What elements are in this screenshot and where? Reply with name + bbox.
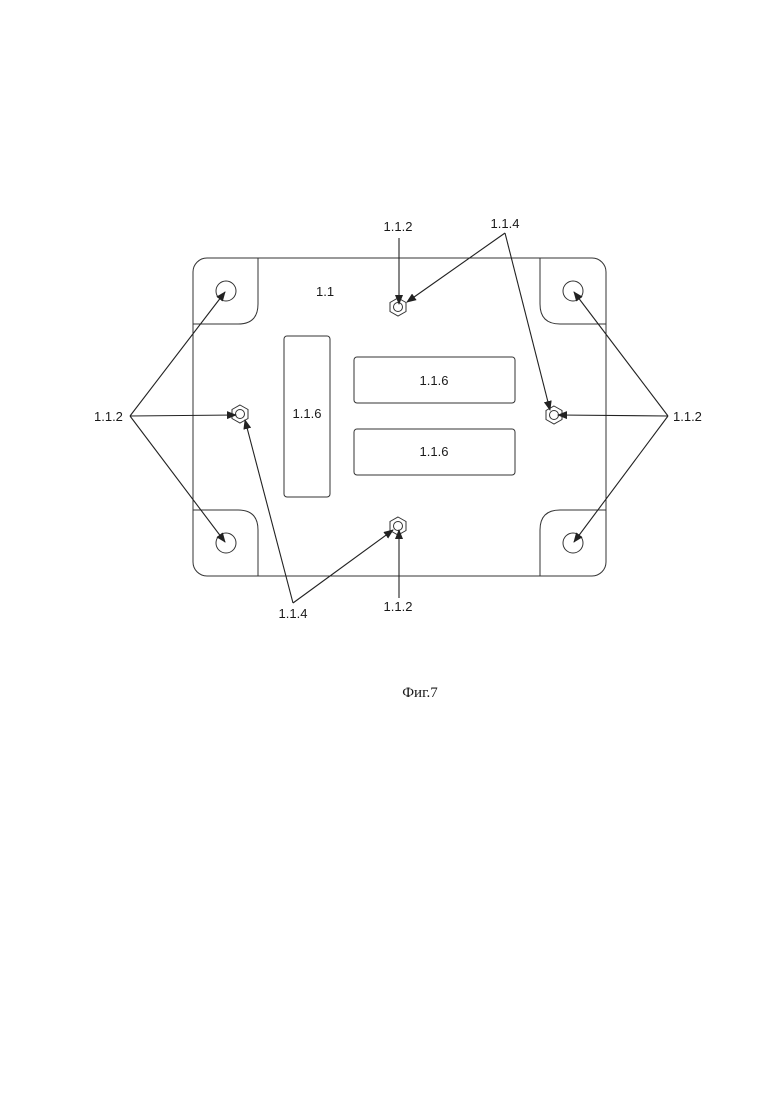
leader-left-to-hole-top-left [130, 292, 225, 416]
leader-right-to-nut-right [558, 415, 668, 416]
label-fastener-right: 1.1.2 [673, 409, 702, 424]
hole-top-left [216, 281, 236, 301]
leader-lines [130, 233, 668, 603]
label-nut-top: 1.1.4 [491, 216, 520, 231]
label-fastener-left: 1.1.2 [94, 409, 123, 424]
leader-right-to-hole-top-right [574, 292, 668, 416]
label-plate: 1.1 [316, 284, 334, 299]
corner-pocket-top-right [540, 258, 606, 324]
leader-left-to-nut-left [130, 415, 236, 416]
hole-bottom-left [216, 533, 236, 553]
nut-top [390, 298, 406, 316]
label-nut-bottom: 1.1.4 [279, 606, 308, 621]
label-window-horizontal-bottom: 1.1.6 [420, 444, 449, 459]
label-window-horizontal-top: 1.1.6 [420, 373, 449, 388]
hole-top-right [563, 281, 583, 301]
corner-pocket-bottom-left [193, 510, 258, 576]
hex-nuts [232, 298, 562, 535]
labels: 1.1 1.1.6 1.1.6 1.1.6 1.1.2 1.1.2 1.1.2 … [94, 216, 702, 701]
label-fastener-bottom: 1.1.2 [384, 599, 413, 614]
leader-topright-to-nut-top [407, 233, 505, 302]
figure-caption: Фиг.7 [402, 685, 438, 701]
corner-pockets [193, 258, 606, 576]
leader-left-to-hole-bottom-left [130, 416, 225, 542]
label-fastener-top: 1.1.2 [384, 219, 413, 234]
hole-bottom-right [563, 533, 583, 553]
corner-pocket-bottom-right [540, 510, 606, 576]
leader-right-to-hole-bottom-right [574, 416, 668, 542]
leader-bottomleft-to-nut-bottom [293, 530, 393, 603]
nut-bottom [390, 517, 406, 535]
plate-outline [193, 258, 606, 576]
label-window-vertical: 1.1.6 [293, 406, 322, 421]
base-plate [193, 258, 606, 576]
leader-topright-to-nut-right [505, 233, 550, 410]
corner-pocket-top-left [193, 258, 258, 324]
